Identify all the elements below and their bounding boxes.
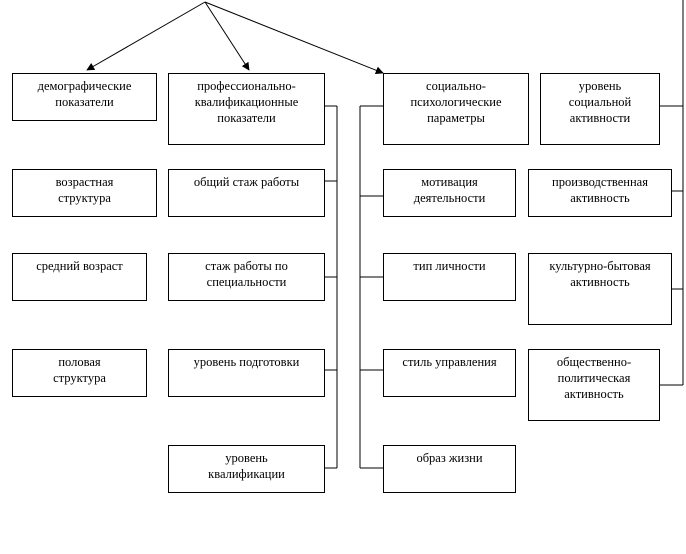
social-activity-item: производственная активность bbox=[528, 169, 672, 217]
arrow-to-sociopsych bbox=[204, 1, 384, 75]
sociopsych-item: образ жизни bbox=[383, 445, 516, 493]
demographic-item: половая структура bbox=[12, 349, 147, 397]
sociopsych-item: мотивация деятельности bbox=[383, 169, 516, 217]
demographic-item: средний возраст bbox=[12, 253, 147, 301]
professional-header: профессионально- квалификационные показа… bbox=[168, 73, 325, 145]
professional-item: общий стаж работы bbox=[168, 169, 325, 217]
sociopsych-item: стиль управления bbox=[383, 349, 516, 397]
professional-item: уровень квалификации bbox=[168, 445, 325, 493]
demographic-header: демографические показатели bbox=[12, 73, 157, 121]
arrow-to-demographic bbox=[86, 1, 206, 71]
sociopsych-item: тип личности bbox=[383, 253, 516, 301]
arrow-to-professional bbox=[204, 1, 250, 71]
social-activity-header: уровень социальной активности bbox=[540, 73, 660, 145]
demographic-item: возрастная структура bbox=[12, 169, 157, 217]
sociopsych-header: социально- психологические параметры bbox=[383, 73, 529, 145]
social-activity-item: культурно-бытовая активность bbox=[528, 253, 672, 325]
professional-item: стаж работы по специальности bbox=[168, 253, 325, 301]
social-activity-item: общественно- политическая активность bbox=[528, 349, 660, 421]
professional-item: уровень подготовки bbox=[168, 349, 325, 397]
